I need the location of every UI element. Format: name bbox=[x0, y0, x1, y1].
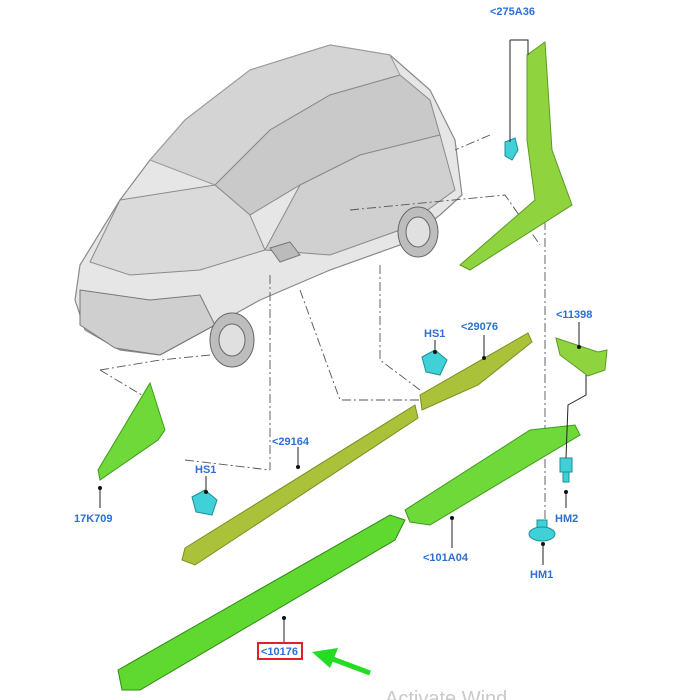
green-arrow-icon bbox=[312, 648, 371, 676]
highlighted-part-label[interactable]: <10176 bbox=[257, 642, 303, 660]
label-10176[interactable]: <10176 bbox=[261, 646, 298, 658]
vehicle-illustration bbox=[74, 44, 463, 368]
label-275a36[interactable]: <275A36 bbox=[490, 6, 535, 18]
part-10176-front-sill[interactable] bbox=[117, 514, 406, 691]
part-hs1-upper-clip[interactable] bbox=[421, 349, 448, 376]
label-hs1-upper[interactable]: HS1 bbox=[424, 328, 445, 340]
label-leaders bbox=[98, 39, 587, 642]
highlight-box bbox=[257, 642, 303, 660]
part-29164-front-moulding[interactable] bbox=[181, 404, 419, 566]
part-upper-clip[interactable] bbox=[504, 137, 519, 161]
label-hm1[interactable]: HM1 bbox=[530, 569, 553, 581]
part-275a36-pillar-trim[interactable] bbox=[459, 41, 573, 271]
label-29076[interactable]: <29076 bbox=[461, 321, 498, 333]
part-17k709-mirror-cover[interactable] bbox=[97, 381, 166, 481]
assembly-lines bbox=[99, 134, 546, 520]
label-17k709[interactable]: 17K709 bbox=[74, 513, 113, 525]
label-29164[interactable]: <29164 bbox=[272, 436, 310, 448]
part-hm2-fastener[interactable] bbox=[559, 457, 573, 483]
part-hs1-lower-clip[interactable] bbox=[191, 489, 218, 516]
part-11398-bracket[interactable] bbox=[555, 337, 608, 377]
watermark-text: Activate Wind bbox=[385, 688, 507, 700]
label-11398[interactable]: <11398 bbox=[556, 309, 592, 321]
label-101a04[interactable]: <101A04 bbox=[423, 552, 469, 564]
part-29076-rear-moulding[interactable] bbox=[419, 332, 533, 411]
label-hm2[interactable]: HM2 bbox=[555, 513, 578, 525]
label-hs1-lower[interactable]: HS1 bbox=[195, 464, 216, 476]
part-101a04-rear-sill[interactable] bbox=[404, 424, 581, 526]
part-hm1-fastener[interactable] bbox=[528, 519, 556, 542]
